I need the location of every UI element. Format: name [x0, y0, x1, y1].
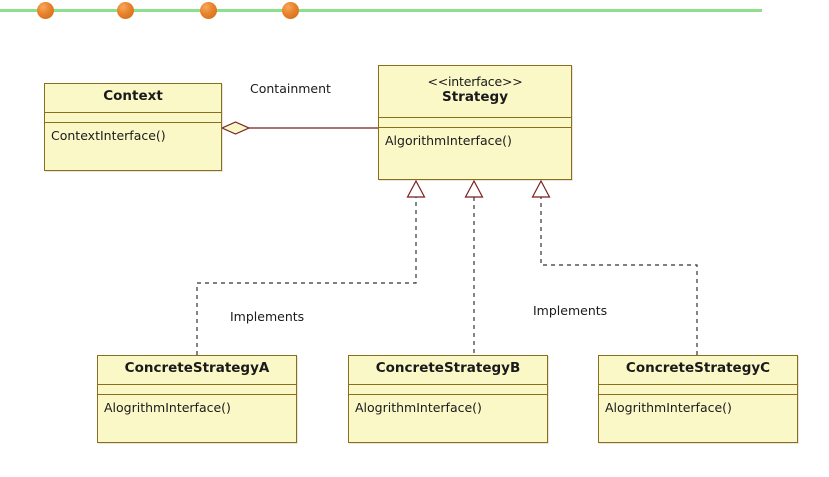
class-attributes-concrete-a	[98, 385, 296, 395]
class-title-strategy: <<interface>> Strategy	[379, 66, 571, 118]
class-attributes-strategy	[379, 118, 571, 128]
class-box-strategy[interactable]: <<interface>> Strategy AlgorithmInterfac…	[378, 65, 572, 180]
class-attributes-concrete-b	[349, 385, 547, 395]
class-title-concrete-c: ConcreteStrategyC	[599, 356, 797, 385]
class-box-concrete-strategy-a[interactable]: ConcreteStrategyA AlogrithmInterface()	[97, 355, 297, 443]
class-title-concrete-b: ConcreteStrategyB	[349, 356, 547, 385]
class-attributes-context	[45, 113, 221, 123]
class-name-concrete-c: ConcreteStrategyC	[625, 360, 771, 376]
class-stereotype-strategy: <<interface>>	[427, 74, 523, 89]
class-name-concrete-b: ConcreteStrategyB	[375, 360, 521, 376]
aggregation-diamond-icon	[220, 121, 251, 135]
class-method-item: AlogrithmInterface()	[104, 400, 231, 415]
class-box-concrete-strategy-b[interactable]: ConcreteStrategyB AlogrithmInterface()	[348, 355, 548, 443]
banner-dot-3-icon	[200, 2, 217, 19]
banner-dot-2-icon	[117, 2, 134, 19]
class-methods-concrete-b: AlogrithmInterface()	[349, 395, 547, 443]
class-box-context[interactable]: Context ContextInterface()	[44, 83, 222, 171]
realization-path-right	[540, 197, 698, 355]
class-name-strategy: Strategy	[441, 89, 509, 105]
class-name-context: Context	[103, 88, 163, 104]
class-methods-strategy: AlgorithmInterface()	[379, 128, 571, 180]
banner-green-line	[0, 9, 762, 12]
class-name-concrete-a: ConcreteStrategyA	[124, 360, 270, 376]
class-methods-concrete-a: AlogrithmInterface()	[98, 395, 296, 443]
decorative-banner	[0, 0, 829, 24]
realization-arrowheads	[406, 179, 551, 198]
realization-triangle-left-icon	[406, 179, 426, 198]
banner-dot-4-icon	[282, 2, 299, 19]
class-title-context: Context	[45, 84, 221, 113]
class-method-item: AlogrithmInterface()	[605, 400, 732, 415]
class-methods-context: ContextInterface()	[45, 123, 221, 170]
class-methods-concrete-c: AlogrithmInterface()	[599, 395, 797, 443]
realization-triangle-middle-icon	[464, 179, 484, 198]
association-containment	[220, 121, 378, 135]
class-attributes-concrete-c	[599, 385, 797, 395]
edge-label-containment: Containment	[250, 81, 331, 96]
class-box-concrete-strategy-c[interactable]: ConcreteStrategyC AlogrithmInterface()	[598, 355, 798, 443]
realization-triangle-right-icon	[531, 179, 551, 198]
edge-label-implements-left: Implements	[230, 309, 305, 324]
banner-dot-1-icon	[37, 2, 54, 19]
class-method-item: AlogrithmInterface()	[355, 400, 482, 415]
class-method-item: ContextInterface()	[51, 128, 166, 143]
class-method-item: AlgorithmInterface()	[385, 133, 512, 148]
edge-label-implements-right: Implements	[533, 303, 608, 318]
class-title-concrete-a: ConcreteStrategyA	[98, 356, 296, 385]
realization-path-left	[196, 197, 417, 355]
